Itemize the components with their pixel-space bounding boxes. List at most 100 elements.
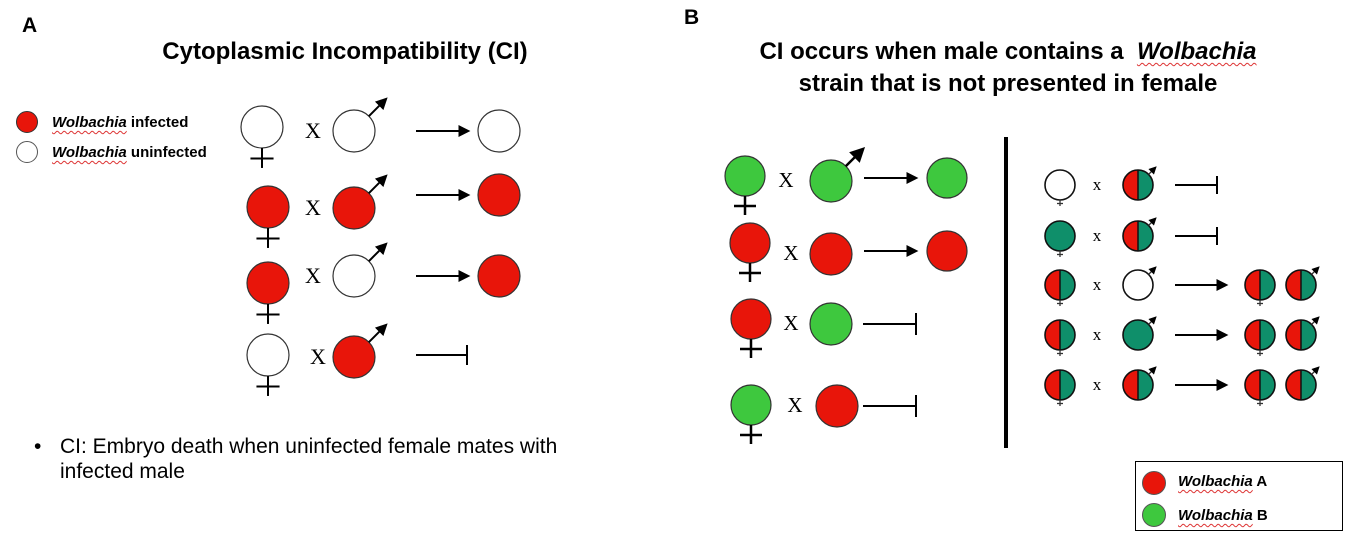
- a-female-4: [246, 333, 290, 396]
- b2-offspring-f-4-body: [1244, 319, 1276, 351]
- a-female-2: [246, 185, 290, 248]
- b2-offspring-m-3-body-left-half: [1286, 270, 1301, 300]
- b2-cross-x-1: x: [1093, 175, 1102, 194]
- b-male-1-arrow: [844, 146, 866, 168]
- b2-offspring-m-5-body-right-half: [1301, 370, 1316, 400]
- a-female-4-circle: [246, 333, 290, 377]
- b2-female-5: [1044, 369, 1076, 406]
- a-cross-x-2: X: [305, 195, 321, 220]
- legend-uninfected-dot: [16, 141, 38, 163]
- b2-offspring-m-5-body-left-half: [1286, 370, 1301, 400]
- a-cross-x-1: X: [305, 118, 321, 143]
- a-male-1-arrow: [368, 97, 388, 117]
- b-female-3: [730, 298, 772, 358]
- b2-offspring-m-4-arrow: [1311, 316, 1320, 325]
- b2-male-2: [1122, 217, 1157, 252]
- b2-male-1-body-right-half: [1138, 170, 1153, 200]
- a-offspring-1: [477, 109, 521, 153]
- a-male-4-circle: [332, 335, 376, 379]
- b2-cross-x-4: x: [1093, 325, 1102, 344]
- a-male-3: [332, 242, 388, 298]
- b2-male-1-body-outline: [1122, 169, 1154, 201]
- b2-female-4: [1044, 319, 1076, 356]
- b2-offspring-m-4-body: [1285, 319, 1317, 351]
- legend-a-rest: A: [1256, 473, 1268, 490]
- b-male-3: [809, 302, 853, 346]
- b2-offspring-f-5-body-left-half: [1245, 370, 1260, 400]
- legend-infected-rest: infected: [130, 114, 189, 131]
- b2-offspring-m-5-arrow: [1311, 366, 1320, 375]
- ci-bullet-line1: CI: Embryo death when uninfected female …: [60, 435, 558, 458]
- a-male-3-arrow: [368, 242, 388, 262]
- b2-female-3: [1044, 269, 1076, 306]
- a-male-4: [332, 323, 388, 379]
- legend-a-italic: Wolbachia: [1178, 473, 1253, 490]
- b-male-4: [815, 384, 859, 428]
- b2-offspring-f-3-body-left-half: [1245, 270, 1260, 300]
- legend-b-dot: [1142, 503, 1166, 527]
- panel-b-title: CI occurs when male contains a Wolbachia…: [688, 36, 1328, 100]
- b2-offspring-f-4: [1244, 319, 1276, 356]
- panel-b-title-line2: strain that is not presented in female: [798, 70, 1218, 97]
- b2-male-2-body-outline: [1122, 220, 1154, 252]
- panel-b-title-italic: Wolbachia: [1136, 38, 1257, 65]
- b-cross-x-1: X: [778, 168, 793, 192]
- b2-offspring-f-4-body-right-half: [1260, 320, 1275, 350]
- b2-offspring-m-4: [1285, 316, 1320, 351]
- b2-offspring-f-3-body: [1244, 269, 1276, 301]
- b-male-1: [809, 146, 866, 203]
- b2-female-2-body: [1044, 220, 1076, 252]
- a-female-1: [240, 105, 284, 168]
- b-offspring-2: [926, 230, 968, 272]
- b2-male-5-body-right-half: [1138, 370, 1153, 400]
- b-female-2: [729, 222, 771, 282]
- b2-male-1-arrow: [1148, 166, 1157, 175]
- b2-offspring-f-3-body-right-half: [1260, 270, 1275, 300]
- b2-offspring-f-5-body-right-half: [1260, 370, 1275, 400]
- a-male-2-circle: [332, 186, 376, 230]
- b-blocked-4: [863, 395, 917, 417]
- b2-female-2: [1044, 220, 1076, 257]
- legend-a-dot: [1142, 471, 1166, 495]
- b2-female-5-body-right-half: [1060, 370, 1075, 400]
- a-male-1: [332, 97, 388, 153]
- b2-female-3-body-left-half: [1045, 270, 1060, 300]
- b2-female-4-body-left-half: [1045, 320, 1060, 350]
- legend-b-rest: B: [1256, 507, 1268, 524]
- b2-male-5-arrow: [1148, 366, 1157, 375]
- panel-b-title-prefix: CI occurs when male contains a: [759, 38, 1124, 65]
- b2-male-1-body-left-half: [1123, 170, 1138, 200]
- b2-male-5-body-left-half: [1123, 370, 1138, 400]
- b-blocked-3: [863, 313, 917, 335]
- b2-male-2-arrow: [1148, 217, 1157, 226]
- b-female-4: [730, 384, 772, 444]
- a-offspring-3: [477, 254, 521, 298]
- b2-cross-x-3: x: [1093, 275, 1102, 294]
- b2-female-5-body-left-half: [1045, 370, 1060, 400]
- b2-male-1-body: [1122, 169, 1154, 201]
- legend-infected-italic: Wolbachia: [52, 114, 127, 131]
- strain-legend: Wolbachia A Wolbachia B: [1135, 461, 1343, 531]
- b2-female-1: [1044, 169, 1076, 206]
- b2-offspring-m-3-body: [1285, 269, 1317, 301]
- b2-offspring-m-3-body-outline: [1285, 269, 1317, 301]
- b2-male-1: [1122, 166, 1157, 201]
- a-cross-x-4: X: [310, 344, 326, 369]
- legend-uninfected-italic: Wolbachia: [52, 144, 127, 161]
- legend-uninfected-rest: uninfected: [130, 144, 207, 161]
- b2-female-1-body: [1044, 169, 1076, 201]
- b2-male-4: [1122, 316, 1157, 351]
- b2-male-5: [1122, 366, 1157, 401]
- a-blocked-4: [416, 345, 468, 365]
- b2-male-4-arrow: [1148, 316, 1157, 325]
- b2-offspring-f-5: [1244, 369, 1276, 406]
- a-male-3-circle: [332, 254, 376, 298]
- b2-male-5-body-outline: [1122, 369, 1154, 401]
- b-offspring-1: [926, 157, 968, 199]
- b-female-4-circle: [730, 384, 772, 426]
- b2-female-4-body-right-half: [1060, 320, 1075, 350]
- b2-offspring-m-3: [1285, 266, 1320, 301]
- b2-offspring-m-5-body-outline: [1285, 369, 1317, 401]
- a-female-2-circle: [246, 185, 290, 229]
